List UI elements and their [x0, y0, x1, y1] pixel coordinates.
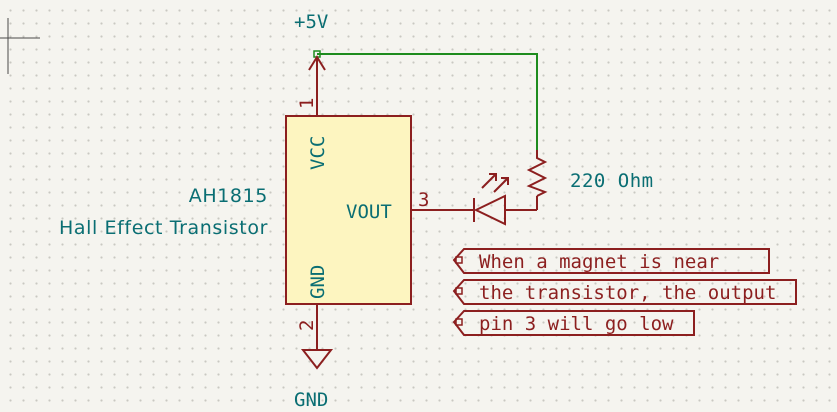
resistor-symbol[interactable] — [526, 150, 548, 197]
component-description: Hall Effect Transistor — [59, 217, 268, 239]
ground-symbol[interactable] — [300, 349, 334, 370]
cursor-crosshair — [0, 18, 40, 74]
svg-text:pin 3 will go low: pin 3 will go low — [479, 313, 674, 335]
led-symbol[interactable] — [473, 194, 538, 226]
note-line-2[interactable]: the transistor, the output — [452, 279, 797, 305]
note-line-1[interactable]: When a magnet is near — [452, 248, 770, 274]
resistor-value: 220 Ohm — [570, 170, 654, 192]
svg-text:the transistor, the output: the transistor, the output — [479, 282, 776, 304]
gnd-label: GND — [294, 389, 328, 411]
pin-1-number: 1 — [296, 98, 318, 109]
pin-vcc-name: VCC — [307, 136, 329, 170]
pin-gnd-name: GND — [307, 265, 329, 299]
note-line-3[interactable]: pin 3 will go low — [452, 310, 695, 336]
pin-3-number: 3 — [418, 189, 429, 211]
component-body[interactable] — [285, 115, 412, 305]
pin-vout-name: VOUT — [346, 201, 392, 223]
led-emission-arrows-icon — [481, 173, 509, 193]
vcc-wire[interactable] — [317, 53, 538, 150]
component-name: AH1815 — [189, 185, 268, 207]
svg-text:When a magnet is near: When a magnet is near — [479, 251, 719, 273]
pin-2-number: 2 — [296, 320, 318, 331]
vcc-label: +5V — [294, 11, 328, 33]
vcc-power-symbol[interactable] — [308, 55, 326, 84]
